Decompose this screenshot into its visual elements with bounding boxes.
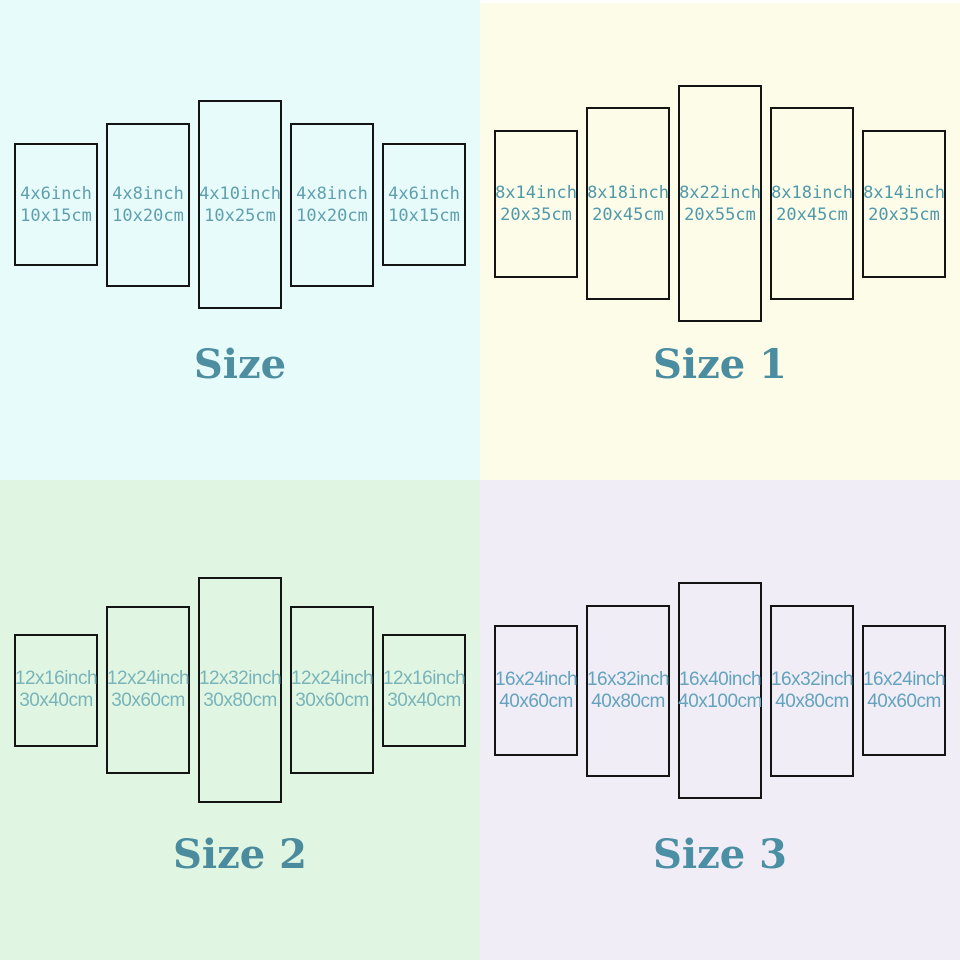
panel-size-inch: 8x18inch [587,182,669,203]
canvas-panel-4: 4x8inch 10x20cm [290,122,374,287]
panel-size-inch: 16x24inch [494,668,578,690]
panel-size-cm: 40x80cm [591,690,665,712]
panel-size-inch: 16x24inch [862,668,946,690]
panel-size-label: 12x24inch 30x60cm [106,668,190,712]
size-group-title: Size 2 [172,831,307,878]
panel-size-inch: 12x32inch [198,668,282,689]
panel-size-label: 16x24inch 40x60cm [494,668,578,713]
panel-size-inch: 4x6inch [20,183,92,204]
panel-size-cm: 20x45cm [592,204,664,225]
panel-size-inch: 4x10inch [199,183,281,204]
panel-size-cm: 10x25cm [204,205,276,226]
canvas-panel-4: 16x32inch 40x80cm [770,604,854,777]
panel-size-inch: 12x24inch [106,668,190,689]
panel-size-label: 4x8inch 10x20cm [296,183,368,227]
canvas-panel-2: 8x18inch 20x45cm [586,107,670,300]
panel-size-inch: 8x14inch [863,182,945,203]
panel-size-label: 12x24inch 30x60cm [290,668,374,712]
panel-size-label: 8x14inch 20x35cm [863,182,945,226]
panel-size-label: 8x14inch 20x35cm [495,182,577,226]
panel-size-inch: 8x22inch [679,182,761,203]
canvas-panel-5: 12x16inch 30x40cm [382,633,466,747]
panel-size-cm: 30x40cm [19,690,93,711]
panel-size-inch: 16x32inch [586,668,670,690]
canvas-panel-4: 8x18inch 20x45cm [770,107,854,300]
panel-size-label: 16x32inch 40x80cm [770,668,854,713]
panel-row: 12x16inch 30x40cm 12x24inch 30x60cm 12x3… [0,577,480,803]
panel-size-cm: 30x60cm [295,690,369,711]
panel-size-cm: 10x20cm [296,205,368,226]
quadrant-size-2: 12x16inch 30x40cm 12x24inch 30x60cm 12x3… [0,480,480,960]
quadrant-size-3: 16x24inch 40x60cm 16x32inch 40x80cm 16x4… [480,480,960,960]
panel-size-cm: 40x60cm [499,690,573,712]
quadrant-size: 4x6inch 10x15cm 4x8inch 10x20cm 4x10inch… [0,0,480,480]
panel-size-label: 4x6inch 10x15cm [388,183,460,227]
panel-size-cm: 10x15cm [388,205,460,226]
panel-size-label: 4x10inch 10x25cm [199,183,281,227]
size-group-title: Size [193,341,287,388]
panel-size-cm: 40x100cm [678,690,762,712]
quadrant-size-1: 8x14inch 20x35cm 8x18inch 20x45cm 8x22in… [480,0,960,480]
canvas-panel-3: 8x22inch 20x55cm [678,85,762,322]
panel-size-label: 12x16inch 30x40cm [14,668,98,712]
panel-size-cm: 30x40cm [387,690,461,711]
panel-size-inch: 4x8inch [112,183,184,204]
size-group-title: Size 3 [652,831,787,878]
panel-size-inch: 12x16inch [382,668,466,689]
panel-size-label: 4x6inch 10x15cm [20,183,92,227]
size-group-title: Size 1 [652,341,787,388]
panel-size-cm: 30x60cm [111,690,185,711]
panel-size-cm: 40x60cm [867,690,941,712]
panel-size-label: 16x32inch 40x80cm [586,668,670,713]
canvas-panel-1: 12x16inch 30x40cm [14,633,98,747]
canvas-panel-2: 16x32inch 40x80cm [586,604,670,777]
panel-size-cm: 30x80cm [203,690,277,711]
canvas-panel-3: 16x40inch 40x100cm [678,582,762,799]
panel-size-inch: 4x8inch [296,183,368,204]
panel-size-inch: 12x24inch [290,668,374,689]
panel-size-inch: 16x40inch [678,668,762,690]
panel-row: 8x14inch 20x35cm 8x18inch 20x45cm 8x22in… [480,85,960,322]
panel-size-label: 12x32inch 30x80cm [198,668,282,712]
canvas-panel-2: 12x24inch 30x60cm [106,606,190,774]
canvas-panel-5: 4x6inch 10x15cm [382,143,466,266]
canvas-panel-1: 16x24inch 40x60cm [494,625,578,756]
canvas-panel-4: 12x24inch 30x60cm [290,606,374,774]
panel-row: 16x24inch 40x60cm 16x32inch 40x80cm 16x4… [480,582,960,799]
panel-size-cm: 40x80cm [775,690,849,712]
panel-size-inch: 16x32inch [770,668,854,690]
canvas-panel-3: 12x32inch 30x80cm [198,577,282,803]
canvas-panel-1: 4x6inch 10x15cm [14,143,98,266]
panel-size-label: 16x24inch 40x60cm [862,668,946,713]
panel-size-inch: 12x16inch [14,668,98,689]
panel-size-cm: 10x20cm [112,205,184,226]
panel-size-cm: 10x15cm [20,205,92,226]
panel-size-label: 8x22inch 20x55cm [679,182,761,226]
panel-size-inch: 8x14inch [495,182,577,203]
canvas-panel-5: 8x14inch 20x35cm [862,129,946,278]
panel-row: 4x6inch 10x15cm 4x8inch 10x20cm 4x10inch… [0,100,480,309]
panel-size-label: 8x18inch 20x45cm [771,182,853,226]
canvas-panel-2: 4x8inch 10x20cm [106,122,190,287]
white-seam [480,0,960,3]
panel-size-label: 4x8inch 10x20cm [112,183,184,227]
panel-size-cm: 20x35cm [500,204,572,225]
panel-size-cm: 20x55cm [684,204,756,225]
panel-size-inch: 4x6inch [388,183,460,204]
panel-size-label: 16x40inch 40x100cm [678,669,762,713]
panel-size-label: 12x16inch 30x40cm [382,668,466,712]
panel-size-label: 8x18inch 20x45cm [587,182,669,226]
panel-size-cm: 20x35cm [868,204,940,225]
panel-size-inch: 8x18inch [771,182,853,203]
panel-size-cm: 20x45cm [776,204,848,225]
canvas-panel-1: 8x14inch 20x35cm [494,129,578,278]
canvas-panel-3: 4x10inch 10x25cm [198,100,282,309]
canvas-panel-5: 16x24inch 40x60cm [862,625,946,756]
